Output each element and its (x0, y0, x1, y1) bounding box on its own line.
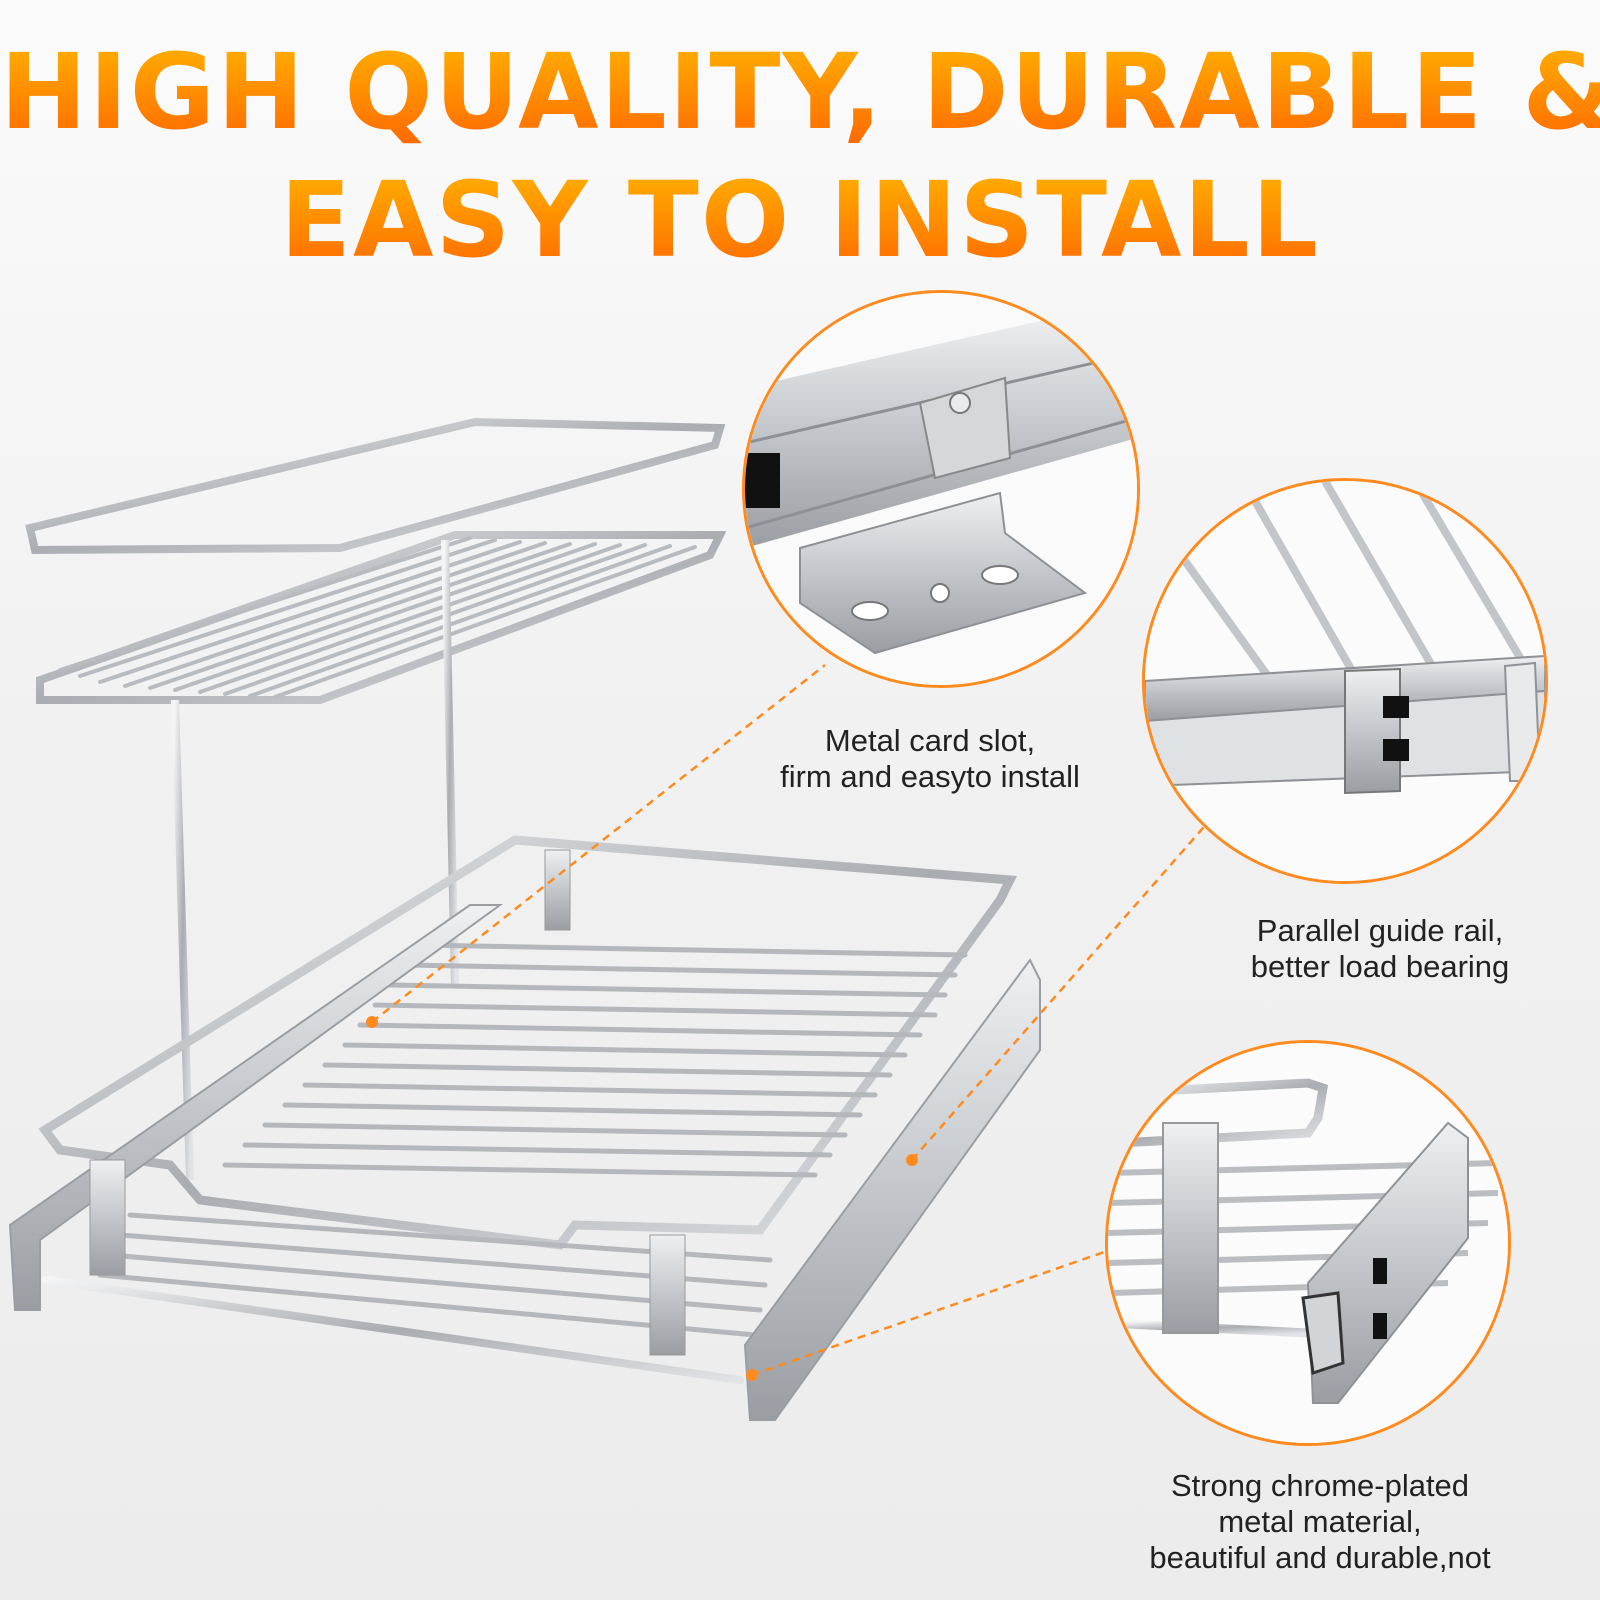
headline-line-1: HIGH QUALITY, DURABLE & (0, 31, 1600, 153)
headline-line-2: EASY TO INSTALL (0, 168, 1600, 272)
detail-card-slot-bubble (742, 290, 1140, 688)
lower-basket (8, 835, 1041, 1421)
detail-chrome-material-bubble (1105, 1040, 1511, 1446)
upper-tier (25, 417, 727, 704)
leader-lines (371, 664, 1211, 1377)
callout-guide-rail-text: Parallel guide rail, better load bearing (1250, 913, 1510, 984)
callout-card-slot-text: Metal card slot, firm and easyto install (780, 723, 1080, 794)
callout-chrome-material-text: Strong chrome-plated metal material, bea… (1149, 1468, 1491, 1575)
detail-guide-rail-bubble (1142, 478, 1548, 884)
